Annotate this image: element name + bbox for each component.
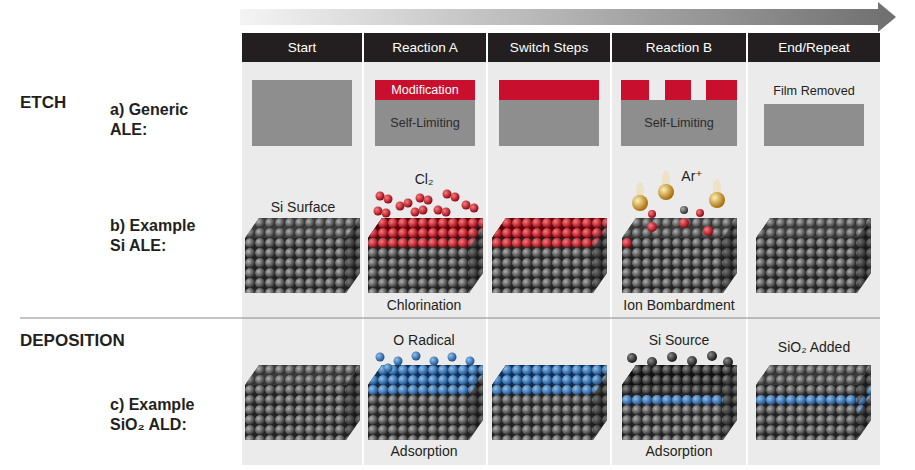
film-box: Film Removed	[764, 80, 864, 146]
column-header: Reaction A	[364, 33, 486, 62]
box-text: Modification	[375, 80, 475, 100]
step-label: Si Surface	[248, 199, 358, 217]
step-label: Adsorption	[614, 443, 744, 461]
chlorine-molecules	[374, 190, 479, 218]
section-title: DEPOSITION	[20, 330, 140, 351]
box-text: Reaction B	[612, 33, 746, 62]
box-subtext: Self-Limiting	[375, 100, 475, 146]
box-text: End/Repeat	[748, 33, 880, 62]
section-divider	[20, 318, 880, 319]
column-header: End/Repeat	[748, 33, 880, 62]
row-label: a) Generic ALE:	[110, 100, 214, 140]
box-text: Self-Limiting	[621, 100, 737, 146]
section-title: ETCH	[20, 92, 100, 113]
argon-ions	[632, 171, 725, 218]
silicon-source	[627, 351, 733, 367]
box-text: Film Removed	[764, 80, 864, 102]
column-grounds	[242, 62, 880, 465]
generic-boxes	[252, 80, 599, 146]
film-box: ModificationSelf-Limiting	[375, 80, 475, 146]
row-label: b) Example Si ALE:	[110, 216, 214, 256]
species-label: Ar⁺	[677, 168, 707, 186]
box-text: Reaction A	[364, 33, 486, 62]
box-text: Switch Steps	[488, 33, 610, 62]
oxygen-radicals	[376, 352, 475, 373]
column-header: Switch Steps	[488, 33, 610, 62]
step-label: Ion Bombardment	[613, 297, 745, 315]
step-label: Chlorination	[365, 297, 483, 315]
time-arrow	[240, 2, 896, 32]
step-label: Adsorption	[365, 443, 483, 461]
column-header: Reaction B	[612, 33, 746, 62]
box-text: Start	[242, 33, 362, 62]
row-label: c) Example SiO₂ ALD:	[110, 395, 214, 435]
species-label: Cl₂	[404, 171, 444, 189]
column-header: Start	[242, 33, 362, 62]
species-label: Si Source	[614, 332, 744, 350]
si-ale-row	[245, 171, 871, 293]
result-label: SiO₂ Added	[750, 339, 878, 357]
film-box: Self-Limiting	[621, 80, 737, 146]
sio2-ald-row	[245, 351, 871, 440]
species-label: O Radical	[365, 332, 483, 350]
